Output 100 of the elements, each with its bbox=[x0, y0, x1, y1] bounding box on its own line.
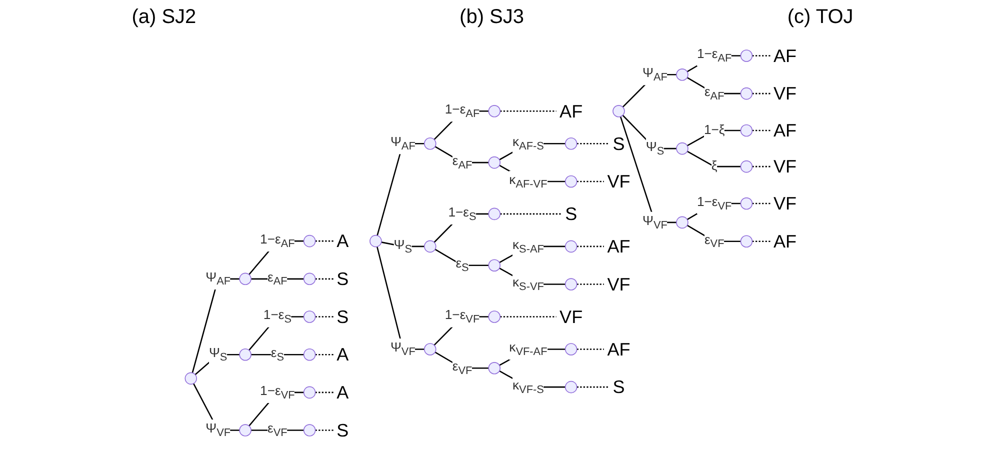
node-point bbox=[488, 310, 501, 323]
node-text: VF bbox=[774, 193, 797, 214]
edge-label: ε$_{AF}$ bbox=[452, 154, 472, 171]
connector bbox=[576, 180, 604, 182]
connector bbox=[576, 386, 610, 388]
node-point bbox=[370, 234, 382, 248]
edge-label: Ψ$_{VF}$ bbox=[642, 214, 668, 231]
node-point bbox=[488, 208, 501, 220]
connector bbox=[576, 246, 604, 248]
node-point bbox=[564, 240, 578, 253]
connector bbox=[315, 430, 334, 431]
connector bbox=[752, 92, 770, 94]
node-point bbox=[740, 160, 753, 173]
panel-title: (a) SJ2 bbox=[132, 6, 196, 28]
node-text: AF bbox=[774, 45, 797, 66]
node-point bbox=[676, 68, 688, 81]
panel-title: (b) SJ3 bbox=[460, 6, 524, 28]
edge-label: ε$_{AF}$ bbox=[704, 85, 724, 102]
node-point bbox=[488, 105, 501, 118]
node-text: A bbox=[336, 230, 349, 252]
node-point bbox=[488, 156, 501, 169]
node-point bbox=[303, 234, 316, 248]
node-text: S bbox=[336, 306, 349, 327]
node-text: S bbox=[336, 268, 349, 290]
edge-label: Ψ$_{S}$ bbox=[646, 140, 664, 157]
node-point bbox=[740, 124, 753, 137]
edge-label: Ψ$_{AF}$ bbox=[642, 66, 668, 83]
connector bbox=[434, 248, 489, 266]
connector bbox=[686, 150, 741, 168]
node-text: VF bbox=[607, 274, 630, 295]
connector bbox=[434, 352, 489, 369]
node-point bbox=[303, 272, 316, 286]
edge-label: κ$_{S-VF}$ bbox=[512, 276, 544, 293]
connector bbox=[576, 284, 604, 285]
connector bbox=[576, 142, 610, 144]
edge-label: Ψ$_{VF}$ bbox=[206, 422, 231, 439]
edge-label: 1−ξ bbox=[704, 123, 725, 138]
connector bbox=[752, 240, 770, 242]
edge-label: κ$_{VF-S}$ bbox=[512, 378, 544, 396]
edge-label: κ$_{VF-AF}$ bbox=[509, 340, 548, 358]
node-text: VF bbox=[560, 306, 583, 327]
connector bbox=[251, 354, 304, 356]
edge-label: ε$_{VF}$ bbox=[704, 233, 724, 250]
edge-label: ε$_{VF}$ bbox=[268, 422, 288, 439]
node-point bbox=[488, 362, 501, 374]
node-point bbox=[488, 259, 501, 272]
connector bbox=[752, 55, 770, 56]
node-point bbox=[676, 216, 688, 229]
edge-label: ε$_{S}$ bbox=[270, 346, 284, 363]
node-point bbox=[740, 197, 753, 210]
node-point bbox=[239, 272, 252, 286]
panel-title: (c) TOJ bbox=[787, 6, 854, 28]
connector bbox=[500, 213, 562, 215]
edge-label: Ψ$_{S}$ bbox=[394, 238, 412, 255]
node-point bbox=[303, 348, 316, 361]
node-point bbox=[564, 343, 578, 356]
connector bbox=[251, 430, 304, 431]
node-point bbox=[740, 87, 753, 100]
connector bbox=[315, 316, 334, 318]
edge-label: 1−ε$_{VF}$ bbox=[260, 384, 295, 401]
node-text: S bbox=[336, 420, 349, 441]
node-point bbox=[239, 424, 252, 436]
connector bbox=[194, 354, 240, 376]
edge-label: ξ bbox=[711, 159, 718, 174]
edge-label: 1−ε$_{AF}$ bbox=[696, 47, 732, 64]
node-point bbox=[676, 142, 688, 155]
node-point bbox=[564, 380, 578, 394]
node-point bbox=[564, 137, 578, 150]
node-point bbox=[424, 343, 436, 356]
node-point bbox=[239, 348, 252, 361]
connector bbox=[315, 240, 334, 242]
node-point bbox=[740, 235, 753, 248]
node-text: AF bbox=[774, 120, 797, 141]
connector bbox=[686, 130, 741, 146]
connector bbox=[752, 166, 770, 168]
connector bbox=[315, 354, 334, 356]
connector bbox=[192, 278, 240, 374]
connector bbox=[752, 130, 770, 132]
edge-label: ε$_{S}$ bbox=[456, 257, 469, 274]
connector bbox=[620, 116, 676, 224]
connector bbox=[315, 392, 334, 394]
node-point bbox=[564, 175, 578, 188]
edge-label: Ψ$_{VF}$ bbox=[390, 340, 416, 358]
node-text: AF bbox=[607, 338, 630, 360]
node-text: S bbox=[612, 376, 625, 398]
node-text: AF bbox=[560, 100, 583, 122]
connector bbox=[752, 202, 770, 204]
edge-label: 1−ε$_{AF}$ bbox=[260, 232, 295, 250]
node-point bbox=[424, 137, 436, 150]
node-text: VF bbox=[774, 83, 797, 104]
edge-label: Ψ$_{AF}$ bbox=[206, 270, 231, 288]
edge-label: 1−ε$_{S}$ bbox=[263, 308, 292, 326]
node-text: VF bbox=[774, 156, 797, 177]
edge-label: Ψ$_{AF}$ bbox=[390, 135, 416, 152]
node-text: AF bbox=[774, 231, 797, 252]
edge-label: 1−ε$_{AF}$ bbox=[444, 102, 480, 120]
node-point bbox=[740, 50, 753, 62]
connector bbox=[622, 114, 676, 150]
node-text: S bbox=[612, 133, 625, 154]
connector bbox=[500, 316, 556, 318]
